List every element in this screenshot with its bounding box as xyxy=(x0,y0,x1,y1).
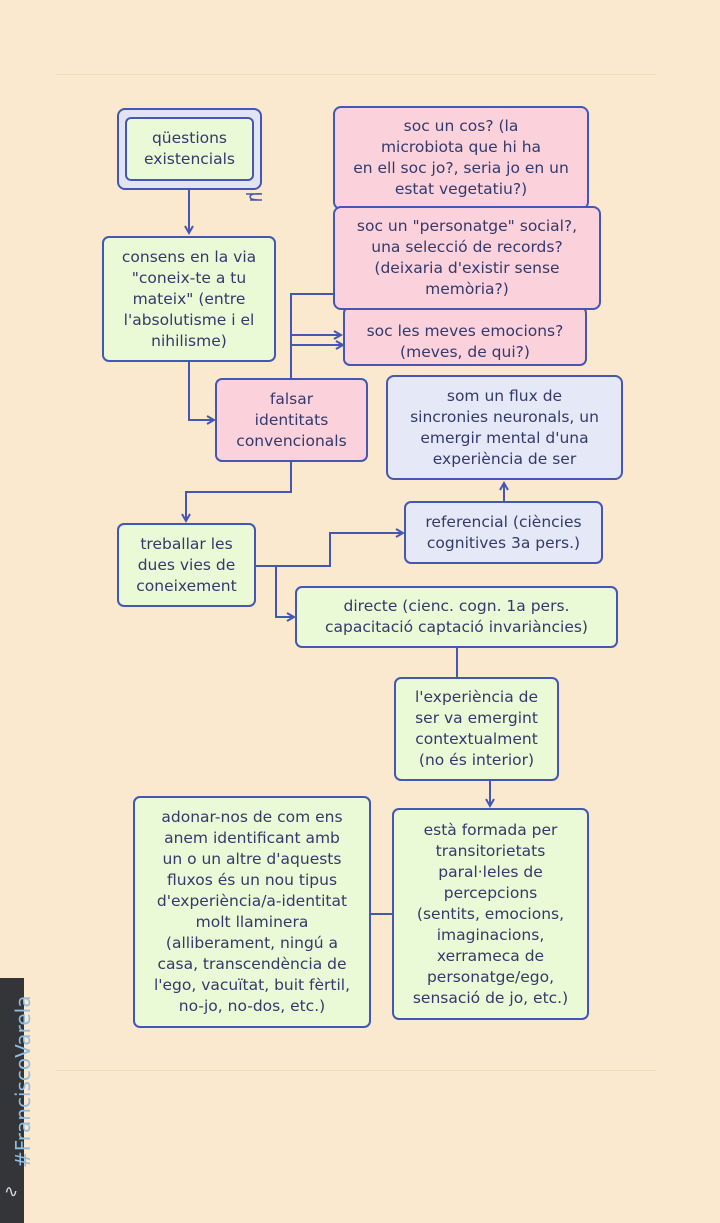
node-referential: referencial (ciències cognitives 3a pers… xyxy=(404,501,603,564)
edge-n3-n5 xyxy=(290,335,341,378)
node-direct: directe (cienc. cogn. 1a pers. capacitac… xyxy=(295,586,618,648)
edge-n8-n10 xyxy=(256,565,294,617)
node-two-ways: treballar les dues vies de coneixement xyxy=(117,523,256,607)
node-falsify-identities: falsar identitats convencionals xyxy=(215,378,368,462)
node-body: soc un cos? (la microbiota que hi ha en … xyxy=(333,106,589,210)
node-a-identity: adonar-nos de com ens anem identificant … xyxy=(133,796,371,1028)
edge-n3-n8 xyxy=(186,462,292,521)
node-neural-flow: som un flux de sincronies neuronals, un … xyxy=(386,375,623,480)
edge-n3-n6 xyxy=(290,345,343,378)
side-tag-text: #FranciscoVarela xyxy=(11,995,35,1168)
edge-n2-n3 xyxy=(188,362,214,420)
mini-marker xyxy=(246,193,263,201)
node-transitoriness: està formada per transitorietats paral·l… xyxy=(392,808,589,1020)
node-emotions: soc les meves emocions? (meves, de qui?) xyxy=(343,306,587,366)
top-rule xyxy=(56,74,656,75)
side-tag-bar xyxy=(0,978,24,1223)
wave-icon: ∿ xyxy=(4,1182,19,1202)
node-emerging-experience: l'experiència de ser va emergint context… xyxy=(394,677,559,781)
bottom-rule xyxy=(56,1070,656,1071)
edge-n8-n9 xyxy=(256,533,403,567)
node-social-character: soc un "personatge" social?, una selecci… xyxy=(333,206,601,310)
node-existential-questions: qüestions existencials xyxy=(125,117,254,181)
node-know-yourself: consens en la via "coneix-te a tu mateix… xyxy=(102,236,276,362)
